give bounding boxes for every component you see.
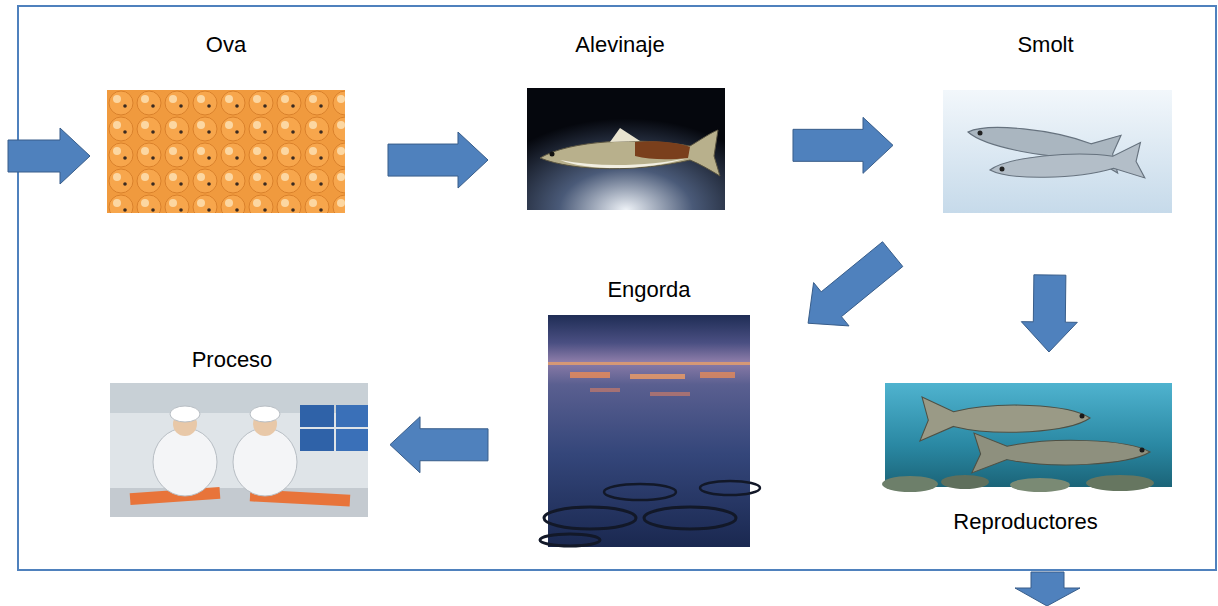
stage-label: Ova [206, 32, 246, 58]
stage-picture: Reproductores [885, 383, 1172, 487]
sea-farm-photo [540, 315, 760, 547]
flow-arrow [388, 132, 488, 188]
stage-picture: Ova [107, 90, 345, 213]
frame [18, 6, 1216, 570]
flow-arrow [808, 242, 903, 326]
fry-photo [527, 88, 725, 210]
entry-arrow [8, 128, 90, 184]
smolt-photo [943, 90, 1172, 213]
stage-picture: Proceso [110, 383, 368, 517]
stage-label: Alevinaje [575, 32, 664, 58]
eggs-photo [107, 90, 345, 213]
stage-label: Engorda [607, 277, 690, 303]
stage-picture: Alevinaje [527, 88, 725, 210]
processing-photo [110, 383, 368, 517]
flow-arrow [1021, 275, 1077, 352]
stage-picture: Engorda [548, 315, 750, 547]
flow-arrow [793, 117, 893, 173]
stage-picture: Smolt [943, 90, 1172, 213]
stage-label: Reproductores [953, 509, 1097, 535]
stage-label: Proceso [192, 347, 273, 373]
broodstock-photo [882, 383, 1172, 492]
exit-arrow [1015, 572, 1080, 606]
flow-arrow [390, 417, 488, 473]
stage-label: Smolt [1017, 32, 1073, 58]
